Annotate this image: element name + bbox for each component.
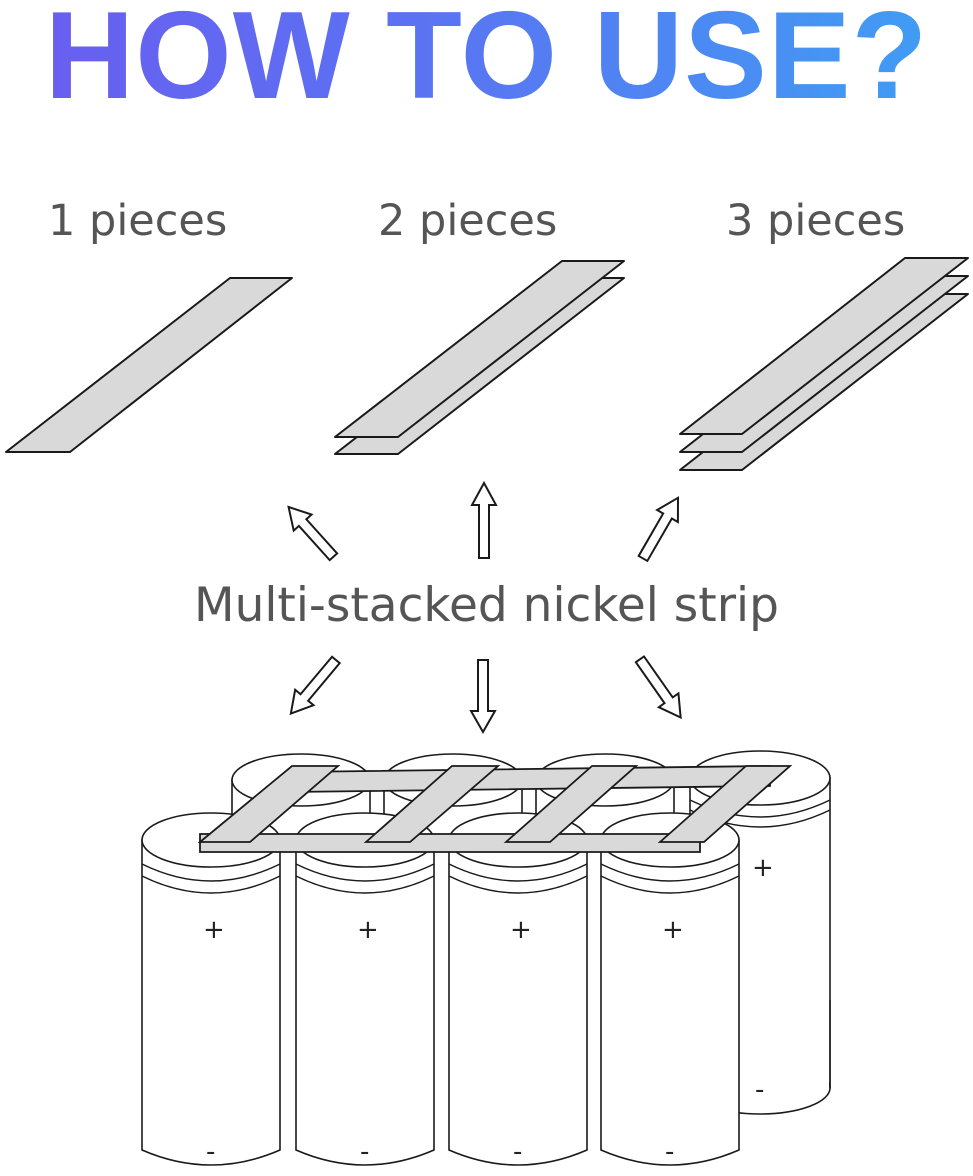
label-2-pieces: 2 pieces [378,196,558,246]
battery-cell-front: + - [600,812,740,1167]
battery-cell-front: + - [295,812,435,1167]
label-1-pieces: 1 pieces [48,196,228,246]
battery-cell-front: + - [141,812,281,1167]
minus-sign: - [513,1137,522,1167]
nickel-strip-ladder [197,765,793,853]
minus-sign: - [360,1137,369,1167]
plus-sign: + [357,915,379,945]
arrow-up-right-icon [637,496,680,563]
strip-1-piece [5,277,293,453]
label-3-pieces: 3 pieces [726,196,906,246]
arrow-down-right-icon [634,655,682,720]
multi-stacked-label: Multi-stacked nickel strip [194,578,779,633]
arrow-down-icon [469,659,497,735]
plus-sign: + [662,915,684,945]
plus-sign: + [752,853,774,883]
arrow-up-left-icon [287,505,339,562]
minus-sign: - [206,1137,215,1167]
page-title: HOW TO USE? [0,0,973,118]
plus-sign: + [510,915,532,945]
strip-2-pieces [334,260,625,455]
minus-sign: - [755,1075,764,1105]
plus-sign: + [203,915,225,945]
minus-sign: - [665,1137,674,1167]
strip-3-pieces [679,257,969,471]
arrow-up-icon [470,480,498,559]
arrow-down-left-icon [289,655,342,716]
battery-cell-front: + - [448,812,588,1167]
battery-pack: + - + - + - + - [141,750,831,1167]
